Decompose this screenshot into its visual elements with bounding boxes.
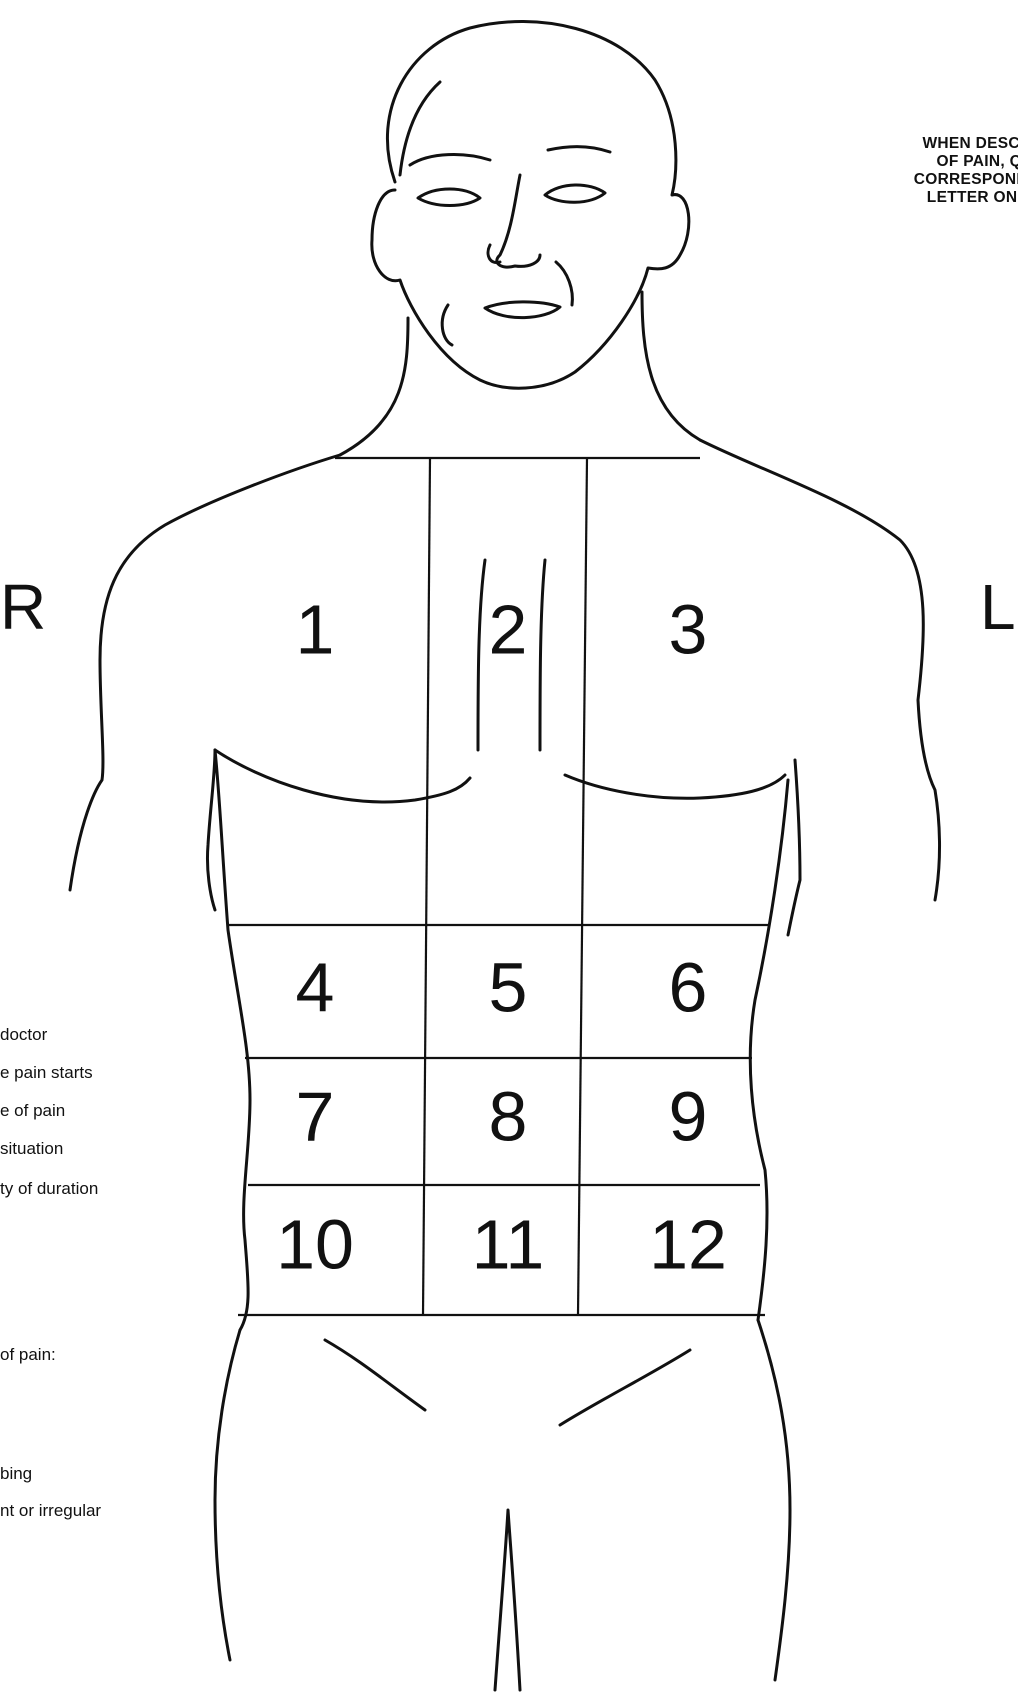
neck-left <box>642 292 700 440</box>
mouth <box>485 302 560 318</box>
cheek-line-right <box>442 305 452 345</box>
grid-vertical-2-upper <box>578 458 587 1315</box>
left-arm-inner <box>788 760 800 935</box>
region-number-1: 1 <box>296 590 335 668</box>
region-number-labels: 123456789101112 <box>276 590 727 1283</box>
right-arm-inner <box>207 750 215 910</box>
cheek-line-left <box>556 262 572 305</box>
head-outline <box>372 21 689 388</box>
note-item: bing <box>0 1464 32 1484</box>
note-item: e of pain <box>0 1101 65 1121</box>
region-number-9: 9 <box>669 1077 708 1155</box>
region-grid <box>228 458 770 1315</box>
region-number-3: 3 <box>669 590 708 668</box>
left-pectoral <box>565 775 785 798</box>
note-item: e pain starts <box>0 1063 93 1083</box>
torso-left-side <box>750 780 788 1320</box>
region-number-12: 12 <box>649 1205 727 1283</box>
region-number-8: 8 <box>489 1077 528 1155</box>
right-eye <box>418 189 480 206</box>
region-number-4: 4 <box>296 948 335 1026</box>
left-hip-line <box>560 1350 690 1425</box>
right-hip-line <box>325 1340 425 1410</box>
instructions-line: CORRESPONDING <box>835 171 1018 189</box>
right-pectoral <box>215 750 470 802</box>
neck-right <box>340 318 408 455</box>
left-leg <box>758 1320 790 1680</box>
left-eye <box>545 185 605 202</box>
instructions-line: WHEN DESCRIB <box>835 135 1018 153</box>
note-item: situation <box>0 1139 63 1159</box>
note-item: of pain: <box>0 1345 56 1365</box>
instructions-line: LETTER ON TH <box>835 189 1018 207</box>
right-leg <box>215 1330 240 1660</box>
region-number-11: 11 <box>472 1205 545 1283</box>
grid-vertical-1-upper <box>423 458 430 1315</box>
left-notes-list: doctor e pain starts e of pain situation… <box>0 0 200 1701</box>
region-number-7: 7 <box>296 1077 335 1155</box>
sternum-left <box>540 560 545 750</box>
note-item: nt or irregular <box>0 1501 101 1521</box>
nose <box>497 175 540 267</box>
sternum-right <box>478 560 485 750</box>
left-shoulder-arm <box>700 440 940 900</box>
left-side-label: L <box>980 575 1016 639</box>
note-item: ty of duration <box>0 1179 98 1199</box>
left-eyebrow <box>548 146 610 152</box>
instructions-line: OF PAIN, QU <box>835 153 1018 171</box>
note-item: doctor <box>0 1025 47 1045</box>
torso-right-side <box>215 750 250 1330</box>
region-number-2: 2 <box>489 590 528 668</box>
region-number-10: 10 <box>276 1205 354 1283</box>
region-number-6: 6 <box>669 948 708 1026</box>
instructions-text: WHEN DESCRIB OF PAIN, QU CORRESPONDING L… <box>835 135 1018 207</box>
inner-legs <box>495 1510 520 1690</box>
right-eyebrow <box>410 155 490 165</box>
region-number-5: 5 <box>489 948 528 1026</box>
